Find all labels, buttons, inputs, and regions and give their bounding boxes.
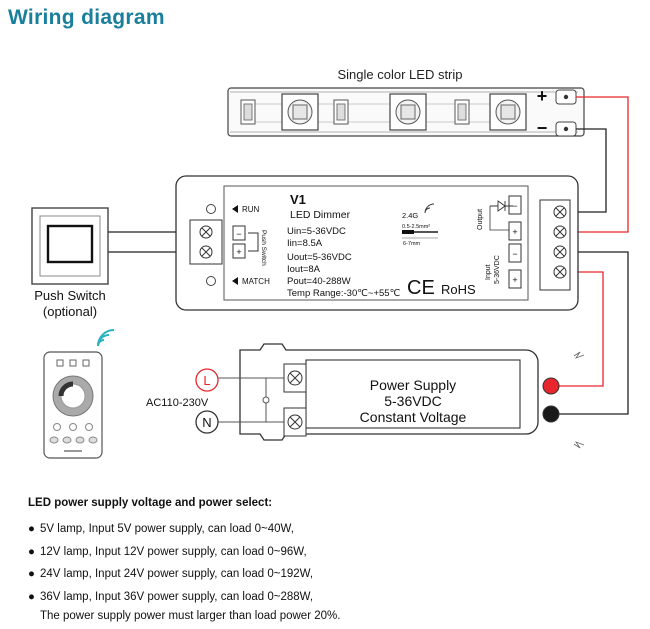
led-chip — [489, 93, 527, 131]
input-plus-label: + — [512, 275, 517, 285]
match-label: MATCH — [242, 277, 270, 286]
neutral-terminal-marker — [195, 410, 219, 434]
dimmer-name: LED Dimmer — [290, 209, 351, 221]
pout-spec: Pout=40-288W — [287, 276, 351, 287]
ac-input-label: AC110-230V — [146, 397, 209, 409]
iin-spec: Iin=8.5A — [287, 238, 323, 249]
input-minus-label: − — [512, 249, 517, 259]
led-strip-label: Single color LED strip — [338, 67, 463, 82]
note-text: 36V lamp, Input 36V power supply, can lo… — [40, 590, 314, 603]
terminal-minus-label: − — [236, 229, 241, 239]
psu-positive-terminal — [542, 377, 560, 395]
uout-spec: Uout=5-36VDC — [287, 252, 352, 263]
output-plus-label: + — [512, 227, 517, 237]
live-label: L — [203, 373, 210, 388]
run-led — [206, 204, 216, 214]
neutral-label: N — [202, 415, 211, 430]
led-strip — [227, 87, 585, 137]
notes-title: LED power supply voltage and power selec… — [28, 497, 273, 509]
iout-spec: Iout=8A — [287, 264, 321, 275]
list-item: ● 36V lamp, Input 36V power supply, can l… — [28, 586, 628, 609]
push-switch-optional: (optional) — [43, 304, 97, 319]
bullet-icon: ● — [28, 545, 35, 558]
strip-minus-sign: − — [537, 118, 548, 138]
input-voltage-label: 5-36VDC — [494, 255, 501, 284]
psu-voltage: 5-36VDC — [384, 393, 442, 409]
power-supply — [195, 343, 585, 449]
led-dimmer — [175, 175, 579, 311]
note-text: 12V lamp, Input 12V power supply, can lo… — [40, 545, 307, 558]
dimmer-model: V1 — [290, 192, 306, 207]
resistor — [333, 99, 349, 125]
led-chip — [281, 93, 319, 131]
notes-footnote: The power supply power must larger than … — [40, 610, 341, 622]
resistor — [240, 99, 256, 125]
terminal-plus-label: + — [236, 247, 241, 257]
psu-negative-terminal — [542, 405, 560, 423]
led-chip — [389, 93, 427, 131]
push-switch-label: Push Switch — [34, 288, 106, 303]
live-terminal-marker — [195, 368, 219, 392]
dimmer-push-switch-label: Push Switch — [260, 230, 267, 266]
notes-list: ● 5V lamp, Input 5V power supply, can loa… — [28, 518, 628, 608]
ce-mark: CE — [407, 277, 435, 299]
push-switch — [31, 207, 109, 285]
note-text: 24V lamp, Input 24V power supply, can lo… — [40, 568, 314, 580]
strip-spec: 6-7mm — [403, 241, 421, 247]
list-item: ● 24V lamp, Input 24V power supply, can l… — [28, 563, 628, 586]
output-minus-label: − — [512, 201, 517, 211]
rohs-mark: RoHS — [441, 282, 476, 297]
bullet-icon: ● — [28, 590, 35, 603]
input-label: Input — [485, 264, 492, 280]
rf-label: 2.4G — [402, 211, 418, 220]
temp-range: Temp Range:-30℃~+55℃ — [287, 288, 401, 299]
remote-control — [43, 351, 103, 459]
bullet-icon: ● — [28, 568, 35, 580]
psu-type: Constant Voltage — [360, 409, 467, 425]
psu-title: Power Supply — [370, 377, 456, 393]
uin-spec: Uin=5-36VDC — [287, 226, 346, 237]
output-label: Output — [477, 209, 484, 230]
match-led — [206, 276, 216, 286]
power-selection-notes: LED power supply voltage and power selec… — [28, 497, 628, 624]
list-item: ● 12V lamp, Input 12V power supply, can l… — [28, 541, 628, 564]
list-item: ● 5V lamp, Input 5V power supply, can loa… — [28, 518, 628, 541]
strip-plus-sign: + — [537, 86, 548, 106]
note-text: 5V lamp, Input 5V power supply, can load… — [40, 523, 294, 535]
wiring-diagram: Single color LED strip + — [31, 67, 629, 459]
bullet-icon: ● — [28, 523, 35, 535]
run-label: RUN — [242, 205, 260, 214]
resistor — [454, 99, 470, 125]
page-heading: Wiring diagram — [8, 6, 165, 29]
wire-spec: 0.5-2.5mm² — [402, 224, 430, 230]
wifi-icon — [97, 329, 115, 347]
